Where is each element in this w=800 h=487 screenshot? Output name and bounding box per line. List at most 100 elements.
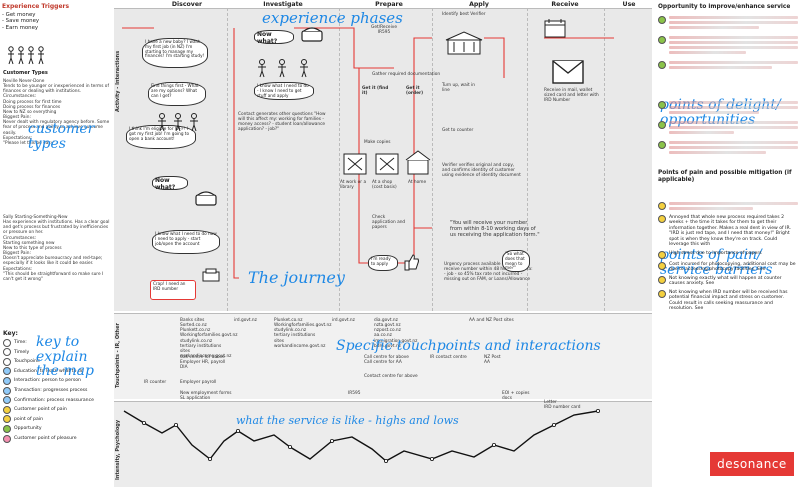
opportunity-icon [658,35,666,44]
at-work-label: At work or a library [340,180,367,191]
phone-icon [195,191,217,206]
right-panel: Opportunity to improve/enhance service P… [655,0,800,487]
opportunity-icon [658,120,666,129]
persona-circ-title: Circumstances: [3,94,37,100]
key-label: Touchpoint: [14,359,41,365]
phase-divider [432,8,433,311]
key-row: Touchpoint: [3,357,111,366]
thought-bubble: I know what I need to do now I need to a… [152,230,220,254]
pain-title: Points of pain and possible mitigation (… [658,169,792,183]
key-dot-icon [3,405,11,414]
key-dot-icon [3,367,11,376]
pain-text: Cost incurred for photocopying, addition… [669,261,796,273]
envelope-icon [552,60,584,84]
key-row: Education: to learn what to do [3,367,111,376]
pain-item: High stress due to importance of papers [658,250,798,259]
customer-types-title: Customer Types [3,70,48,76]
building-icon [445,31,483,55]
pain-icon [658,214,666,223]
tp-forms: New employment forms SL application [180,391,232,402]
pain-icon [658,261,666,270]
people-icon [258,59,308,78]
opportunity-item [658,60,798,71]
annotation-experience-phases: experience phases [262,9,403,27]
pain-text: Not knowing exactly what will happen at … [669,275,782,287]
band-intensity [114,401,652,487]
thought-bubble: I know what I need to do - I know I need… [254,82,314,100]
persona-circ: Doing process for finances [3,104,61,110]
pain-text: Not knowing when IRD number will be rece… [669,289,788,312]
tp-prepare-phone: Call centre for above Call centre for AA [364,355,409,366]
tp-ir-counter: IR counter [144,380,167,385]
persona-neville: Neville Never-Done Tends to be younger o… [3,79,111,146]
now-what-bubble: Now what? [152,176,188,191]
tp-ird: ird.govt.nz [234,318,257,323]
at-shop-label: At a shop (cost basis) [372,180,397,191]
opportunity-item [658,140,798,156]
phase-divider [339,8,340,311]
key-row: Customer point of pleasure [3,434,111,443]
check-app-label: Check application and papers [372,215,406,231]
tp-employer: Employer payroll [180,380,217,385]
key-dot-icon [3,396,11,405]
persona-circ: New to NZ so everything [3,109,57,115]
key-label: point of pain [14,416,43,422]
persona-circ: Doing process for first time [3,99,62,105]
triggers-list: - Get money - Save money - Earn money [2,12,110,32]
key-label: Transaction: progresses process [14,388,88,394]
key-label: Timely [14,349,30,355]
key-row: Timely [3,348,111,357]
key-row: Confirmation: process reassurance [3,396,111,405]
tp-investigate-web: Plunket.co.nz Workingforfamilies.govt.nz… [274,318,332,349]
receive-mail-label: Receive in mail, wallet sized card and l… [544,88,599,104]
persona-name: Neville Never-Done [3,79,45,84]
key-dot-icon [3,357,11,366]
people-icon [158,113,198,132]
persona-pain: Doesn't appreciate bureaucracy and red-t… [3,256,103,267]
key-label: Customer point of pain [14,407,67,413]
persona-circ: Starting something new [3,240,55,246]
phase-receive: Receive [551,1,579,8]
people-icon [8,46,44,65]
calendar-icon [544,19,566,38]
persona-desc: Has experience with institutions. Has a … [3,220,110,236]
tp-apply-phone: NZ Post AA [484,355,501,366]
left-panel: Experience Triggers - Get money - Save m… [0,0,112,487]
tp-letter: Letter IRD number card [544,400,581,411]
persona-exp: "Please let this be easy" [3,140,56,146]
key-label: Interaction: person to person [14,378,81,384]
tp-eoi: EOI + copies docs [502,391,530,402]
gather-label: Gather required documentation [372,72,441,77]
get-to-counter: Get to counter [442,128,474,133]
opportunity-icon [658,60,666,69]
trigger-item: - Get money [2,11,36,18]
key-dot-icon [3,424,11,433]
tp-apply-web: AA and NZ Post sites [469,318,514,323]
phase-investigate: Investigate [263,1,303,8]
pain-item: Not knowing when IRD number will be rece… [658,289,798,312]
pain-text: Annoyed that whole new process required … [669,214,791,248]
triggers-title: Experience Triggers [2,3,70,10]
key-label: Education: to learn what to do [14,368,84,374]
opportunity-title: Opportunity to improve/enhance service [658,4,791,10]
thought-bubble: Find things first - What are my options?… [148,82,206,106]
opportunity-item [658,100,798,116]
opportunity-item [658,15,798,31]
key-dot-icon [3,376,11,385]
persona-pain-title: Biggest Pain: [3,251,31,257]
key-dot-icon [3,338,11,347]
persona-exp-title: Expectations: [3,266,33,272]
copier-icon [343,150,431,175]
band-label-touchpoints: Touchpoints - IR, Other [115,323,121,388]
you-will-receive: "You will receive your number from withi… [450,220,540,239]
phase-discover: Discover [171,1,203,8]
phase-divider [604,8,605,311]
pain-item: Annoyed that whole new process required … [658,214,798,248]
so-what-bubble: "So what does that mean to me?" [502,250,530,272]
annotation-pain: points of pain/ service barriers [660,247,773,278]
at-home-label: At home [408,180,427,185]
persona-circ: New to this type of process [3,245,62,251]
tp-ir595: IR595 [348,391,361,396]
key-label: Customer point of pleasure [14,436,77,442]
annotation-key: key to explain the map [36,334,94,380]
